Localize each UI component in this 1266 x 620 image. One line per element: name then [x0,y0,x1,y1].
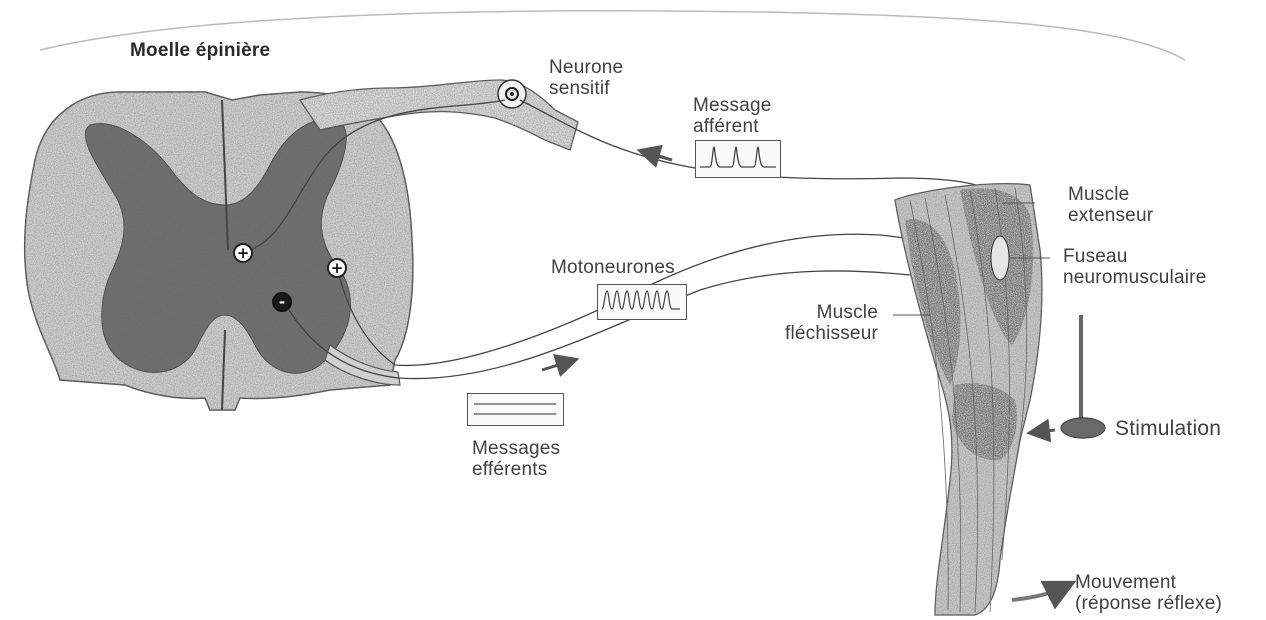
synapse-plus-right: + [327,258,347,278]
label-motoneurones: Motoneurones [551,257,675,278]
label-messages-efferents: Messages efférents [472,438,560,480]
motor-recording [597,284,687,320]
stimulation-arrow [1038,430,1055,432]
movement-arrow [1012,588,1062,600]
efferent-recording [467,393,564,426]
label-neurone-sensitif: Neurone sensitif [549,57,623,99]
efferent-trace [468,394,562,424]
afferent-trace [696,141,779,176]
afferent-recording [695,140,781,178]
motor-trace [598,285,685,318]
title-moelle-epiniere: Moelle épinière [130,40,270,61]
label-muscle-extenseur: Muscle extenseur [1068,184,1153,226]
label-message-afferent: Message afférent [693,95,772,137]
label-mouvement: Mouvement (réponse réflexe) [1075,572,1222,614]
label-stimulation: Stimulation [1115,418,1221,439]
label-fuseau-neuromusculaire: Fuseau neuromusculaire [1063,246,1206,288]
stimulation-hammer [1038,315,1105,438]
synapse-minus: - [272,292,292,312]
leg-muscles [893,184,1050,615]
label-muscle-flechisseur: Muscle fléchisseur [778,302,878,344]
neuromuscular-spindle [991,236,1009,280]
efferent-arrow [542,362,568,370]
synapse-plus-left: + [233,243,253,263]
